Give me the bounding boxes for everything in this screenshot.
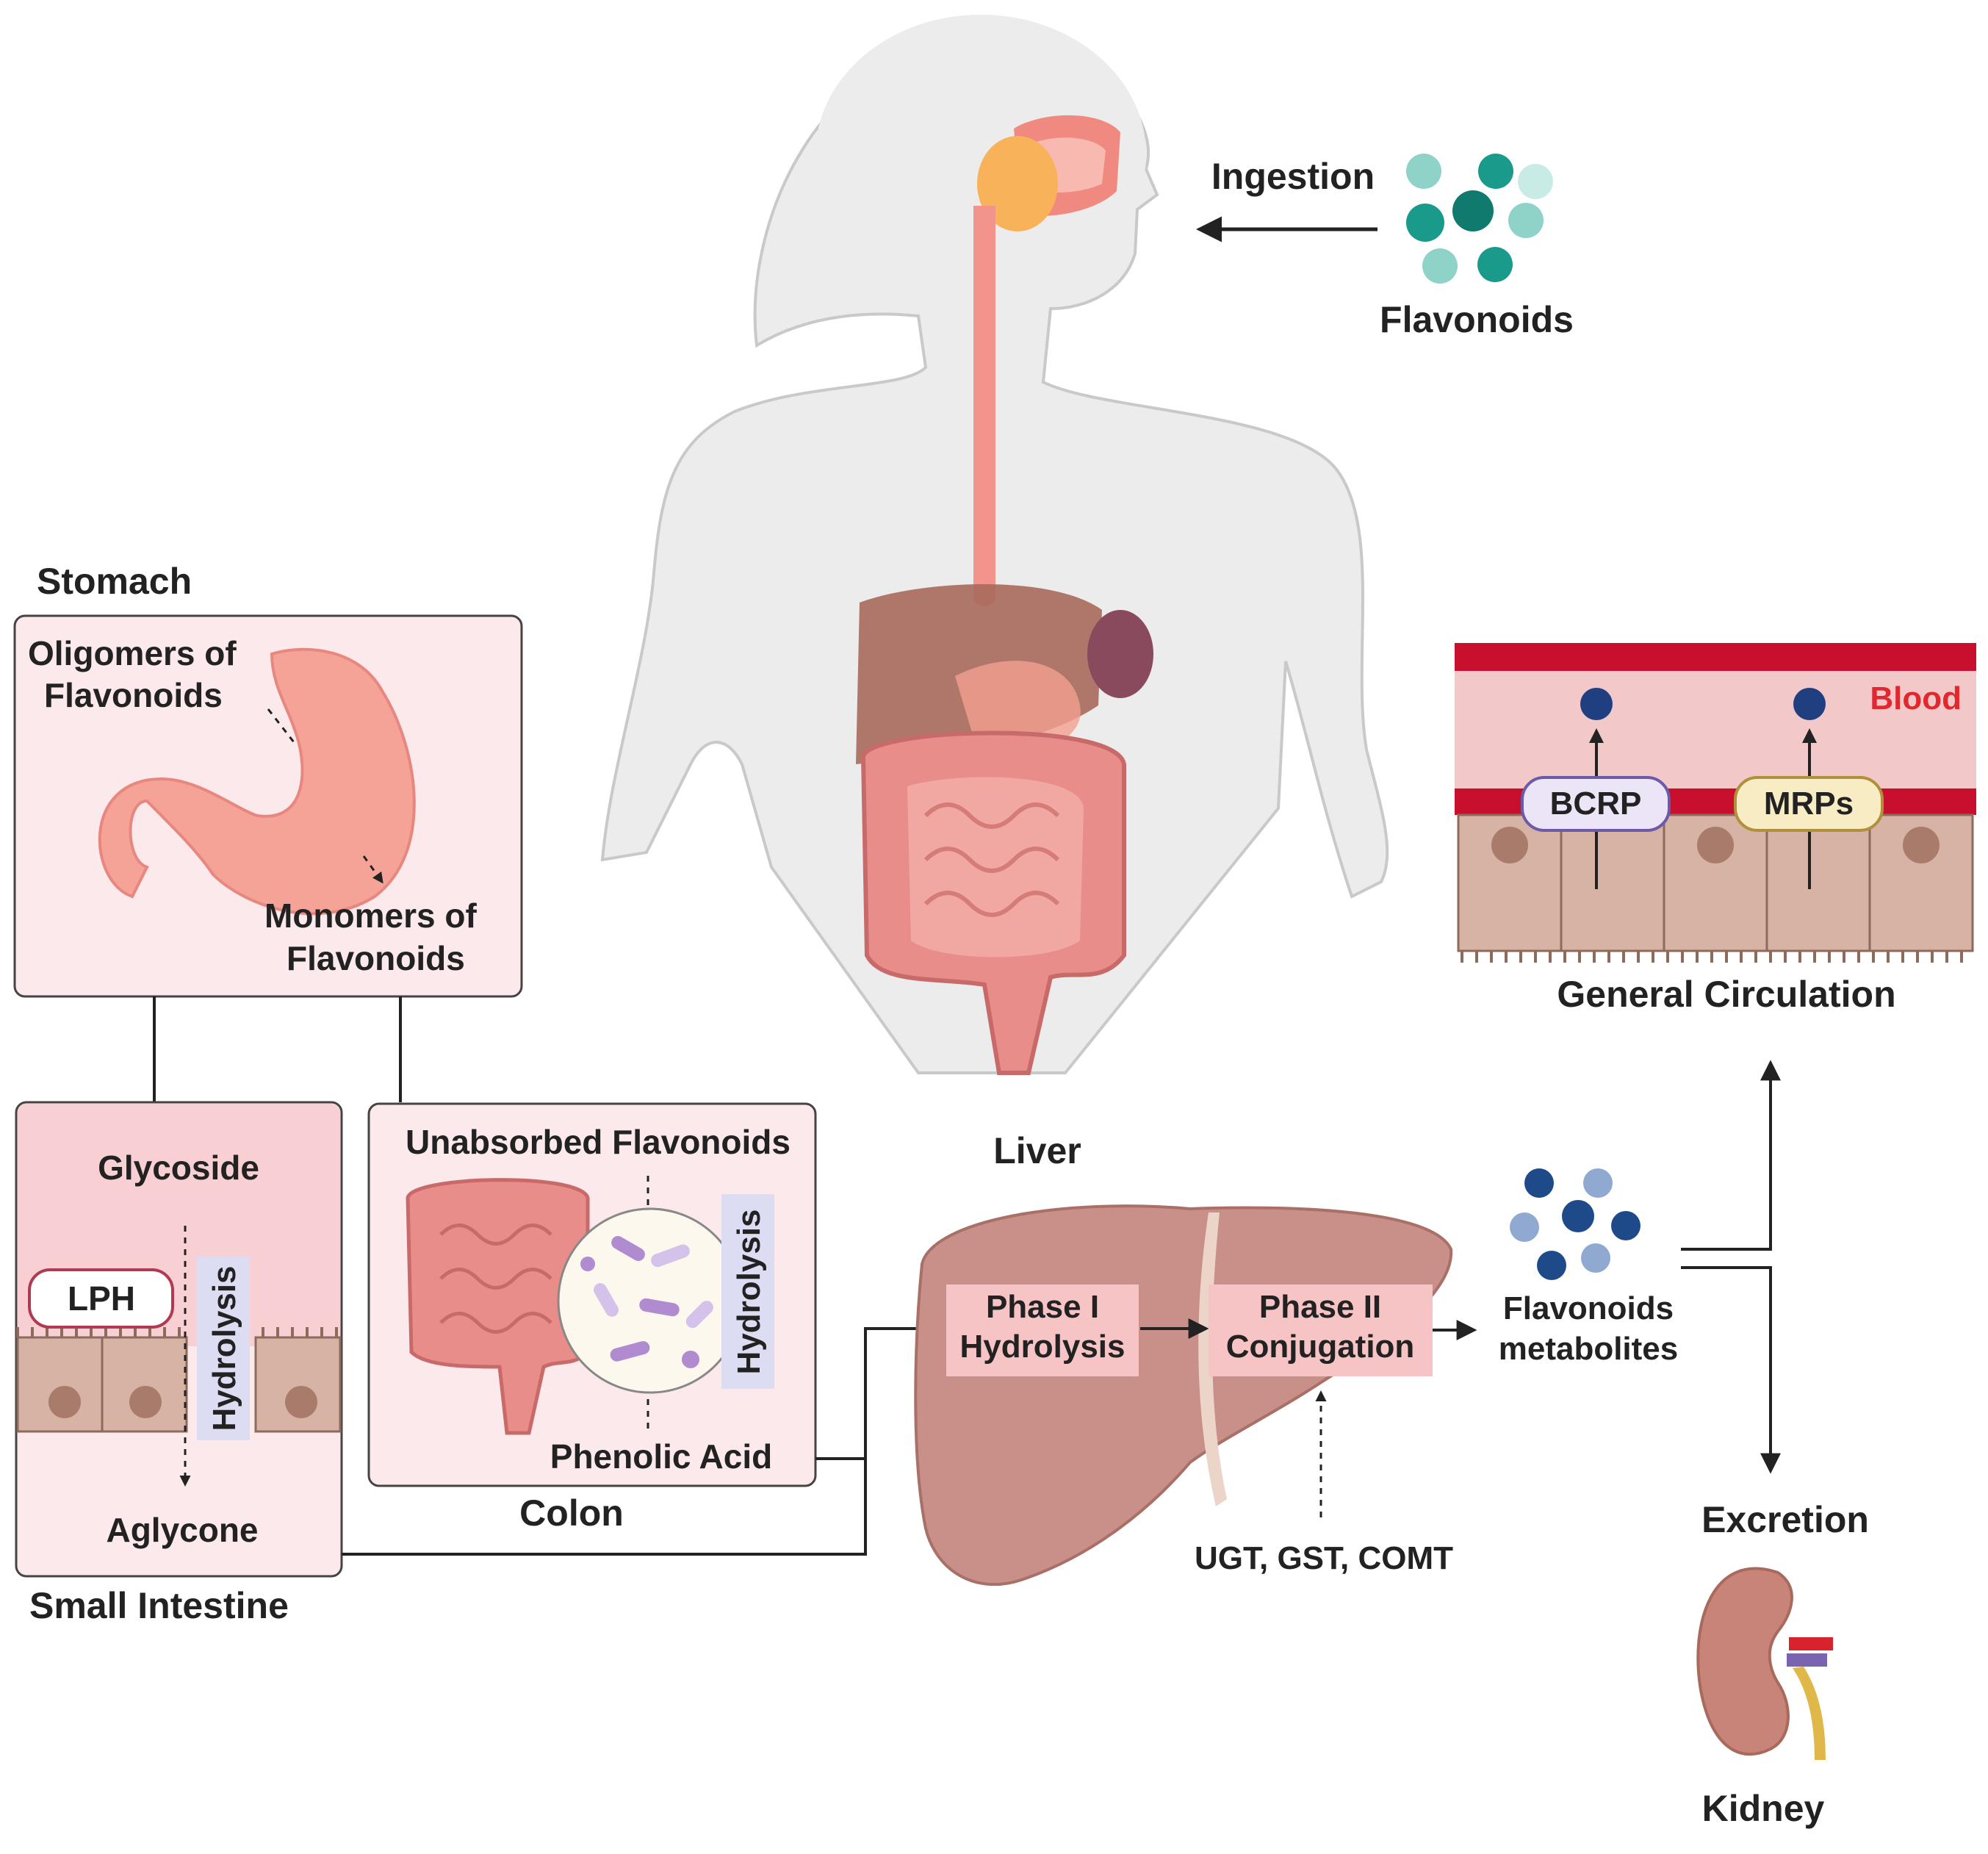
kidney-icon [1696, 1567, 1833, 1760]
vessel-wall-top [1455, 643, 1976, 671]
stomach-in-body [955, 661, 1081, 755]
stomach-box [13, 614, 523, 998]
colon-hydrolysis-badge [721, 1194, 774, 1389]
phase1-label-line1: Phase I [986, 1289, 1099, 1325]
to-excretion-arrow [1681, 1266, 1781, 1474]
phase1-label-line2: Hydrolysis [960, 1329, 1126, 1365]
metabolite-in-blood-1 [1580, 688, 1613, 720]
small-intestine-panel: Glycoside LPH Hydrolysis Aglycone Small … [15, 1101, 343, 1626]
aglycone-label: Aglycone [106, 1511, 258, 1549]
stomach-title: Stomach [37, 561, 192, 602]
hydrolysis-badge [197, 1257, 250, 1440]
colon-icon [406, 1178, 590, 1435]
to-circulation-arrow [1681, 1060, 1781, 1251]
head-shape [815, 15, 1146, 294]
phase2-label-line1: Phase II [1259, 1289, 1381, 1325]
monomers-label-line2: Flavonoids [287, 939, 465, 977]
monomers-dashed-arrow [362, 855, 383, 884]
unabsorbed-label: Unabsorbed Flavonoids [406, 1123, 790, 1161]
oligomers-label-line1: Oligomers of [28, 634, 237, 672]
excretion-section: Excretion Kidney [1696, 1499, 1869, 1829]
conjugation-enzymes-label: UGT, GST, COMT [1195, 1540, 1453, 1576]
phase2-box [1209, 1284, 1433, 1376]
salivary-gland [977, 136, 1058, 231]
small-intestine-to-liver-line [342, 1327, 948, 1556]
blood-label: Blood [1870, 680, 1962, 716]
human-body-illustration [600, 15, 1389, 1075]
bcrp-transporter-pill [1521, 776, 1671, 832]
intestine-folds [923, 802, 1060, 917]
phase1-box [946, 1284, 1139, 1376]
enterocyte-layer [16, 1327, 342, 1433]
phenolic-acid-label: Phenolic Acid [550, 1437, 772, 1476]
excretion-title: Excretion [1701, 1499, 1869, 1540]
small-intestine-title: Small Intestine [29, 1585, 289, 1626]
circulation-section: Blood BCRP MRPs General Circulation [1455, 643, 1976, 1015]
general-circulation-title: General Circulation [1557, 974, 1895, 1015]
metabolites-label-line1: Flavonoids [1503, 1290, 1674, 1326]
metabolite-molecules-icon [1510, 1168, 1641, 1280]
bcrp-label: BCRP [1550, 786, 1642, 822]
spleen [1087, 610, 1153, 698]
mrps-transporter-pill [1734, 776, 1884, 832]
glycoside-label: Glycoside [98, 1149, 259, 1187]
flavonoid-molecules-icon [1406, 154, 1553, 284]
colon-title: Colon [519, 1492, 624, 1534]
flavonoids-label: Flavonoids [1380, 299, 1574, 340]
ingestion-label: Ingestion [1211, 156, 1375, 197]
monomers-label-line1: Monomers of [264, 897, 477, 935]
mrps-label: MRPs [1764, 786, 1854, 822]
stomach-icon [98, 647, 416, 916]
epithelial-cell-layer [1457, 813, 1974, 963]
esophagus [973, 206, 995, 606]
phase2-label-line2: Conjugation [1226, 1329, 1415, 1365]
metabolite-in-blood-2 [1793, 688, 1826, 720]
kidney-label: Kidney [1702, 1788, 1825, 1829]
colon-panel: Unabsorbed Flavonoids Hydrolysis Phenoli… [367, 1102, 817, 1534]
lph-enzyme-pill [28, 1268, 174, 1329]
oligomers-label-line2: Flavonoids [44, 676, 223, 714]
gut-microbiota-icon [557, 1207, 743, 1394]
hydrolysis-label-colon: Hydrolysis [731, 1210, 767, 1375]
lph-label: LPH [68, 1279, 135, 1318]
ingestion-section: Ingestion Flavonoids [1196, 154, 1574, 340]
stomach-panel: Stomach Oligomers of Flavonoids Monomers… [13, 561, 523, 998]
liver-ligament [1198, 1212, 1227, 1506]
liver-icon [914, 1204, 1453, 1587]
liver-title: Liver [993, 1130, 1081, 1171]
metabolites-section: Flavonoids metabolites [1499, 1060, 1781, 1474]
metabolites-label-line2: metabolites [1499, 1331, 1679, 1367]
small-intestine-in-body [907, 777, 1084, 957]
liver-section: Liver Phase I Hydrolysis Phase II Conjug… [914, 1130, 1477, 1587]
blood-vessel-lumen [1455, 671, 1976, 788]
hydrolysis-label-small-intestine: Hydrolysis [206, 1266, 242, 1431]
